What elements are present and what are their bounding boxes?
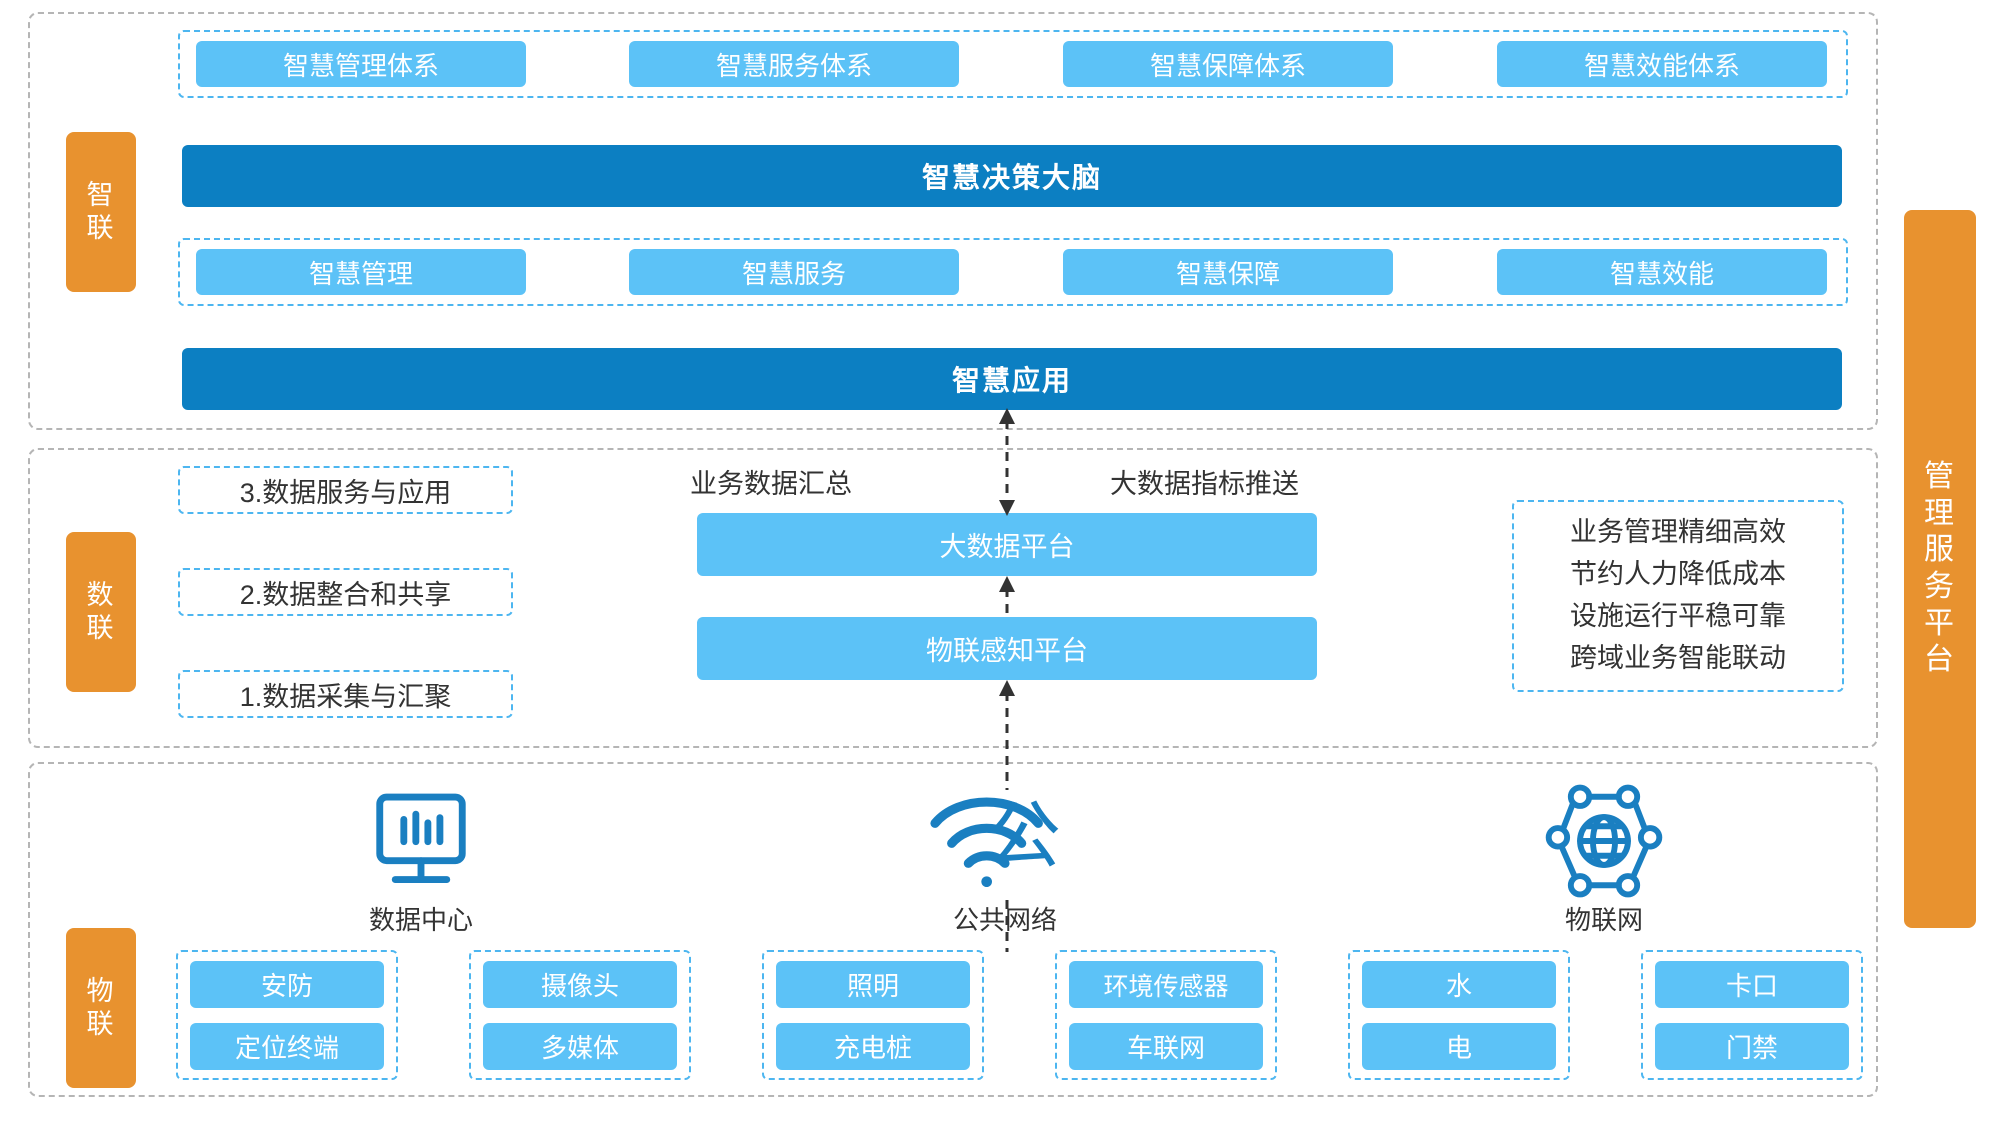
public-network-overlay-char: 公 [987,794,1061,877]
data-step-1: 1.数据采集与汇聚 [178,670,513,718]
layer-label-iot-c1: 物联 [86,976,116,1039]
device-group-4 [1348,950,1570,1080]
right-rail-c4: 务 [1924,570,1956,603]
public-network-wifi-icon: 公 [925,785,1085,895]
benefit-1: 节约人力降低成本 [1570,559,1786,590]
device-chip-2-0: 照明 [776,961,970,1008]
device-chip-0-1: 定位终端 [190,1023,384,1070]
layer-label-data-c1: 数联 [86,580,116,643]
right-rail-c6: 台 [1924,643,1956,677]
flow-arrow-sensing-bigdata [985,576,1029,620]
flow-arrow-network-sensing [985,680,1029,790]
device-chip-4-0: 水 [1362,961,1556,1008]
iot-globe-network-icon [1545,782,1663,900]
device-group-3 [1055,950,1277,1080]
bar-smart-application: 智慧应用 [182,348,1842,410]
chip-domain-1: 智慧服务 [629,249,959,295]
flow-label-bigdata-push: 大数据指标推送 [1110,469,1299,499]
layer-label-smart-c1: 智联 [86,180,116,243]
chip-system-2: 智慧保障体系 [1063,41,1393,87]
layer-label-smart: 智联 [66,132,136,292]
device-chip-5-0: 卡口 [1655,961,1849,1008]
platform-iot-sensing: 物联感知平台 [697,617,1317,680]
right-rail-c3: 服 [1924,533,1956,567]
device-chip-3-0: 环境传感器 [1069,961,1263,1008]
device-chip-2-1: 充电桩 [776,1023,970,1070]
group-smart-domains [178,238,1848,306]
platform-bigdata: 大数据平台 [697,513,1317,576]
right-rail-c2: 理 [1924,496,1956,530]
benefit-0: 业务管理精细高效 [1570,517,1786,548]
right-rail-c5: 平 [1924,606,1956,640]
chip-domain-3: 智慧效能 [1497,249,1827,295]
device-group-0 [176,950,398,1080]
data-center-monitor-icon [366,785,476,895]
device-group-1 [469,950,691,1080]
right-rail-c1: 管 [1924,460,1956,494]
benefit-2: 设施运行平稳可靠 [1570,601,1786,631]
chip-system-1: 智慧服务体系 [629,41,959,87]
iot-node-label-1: 公共网络 [952,905,1057,935]
flow-arrow-app-bigdata [985,406,1029,518]
device-chip-5-1: 门禁 [1655,1023,1849,1070]
device-chip-3-1: 车联网 [1069,1023,1263,1070]
chip-domain-0: 智慧管理 [196,249,526,295]
layer-label-data: 数联 [66,532,136,692]
flow-label-business-data: 业务数据汇总 [690,469,852,499]
group-smart-systems [178,30,1848,98]
chip-system-0: 智慧管理体系 [196,41,526,87]
device-chip-4-1: 电 [1362,1023,1556,1070]
layer-label-iot: 物联 [66,928,136,1088]
benefits-box: 业务管理精细高效 节约人力降低成本 设施运行平稳可靠 跨域业务智能联动 [1512,500,1844,692]
flow-arrow-network-devices [985,900,1029,952]
benefit-3: 跨域业务智能联动 [1570,642,1786,673]
device-chip-0-0: 安防 [190,961,384,1008]
device-group-5 [1641,950,1863,1080]
device-chip-1-1: 多媒体 [483,1023,677,1070]
chip-domain-2: 智慧保障 [1063,249,1393,295]
right-rail-management-platform: 管 理 服 务 平 台 [1904,210,1976,928]
device-group-2 [762,950,984,1080]
device-chip-1-0: 摄像头 [483,961,677,1008]
bar-decision-brain: 智慧决策大脑 [182,145,1842,207]
chip-system-3: 智慧效能体系 [1497,41,1827,87]
iot-node-label-0: 数据中心 [368,905,473,935]
iot-node-label-2: 物联网 [1564,905,1643,935]
data-step-3: 3.数据服务与应用 [178,466,513,514]
data-step-2: 2.数据整合和共享 [178,568,513,616]
